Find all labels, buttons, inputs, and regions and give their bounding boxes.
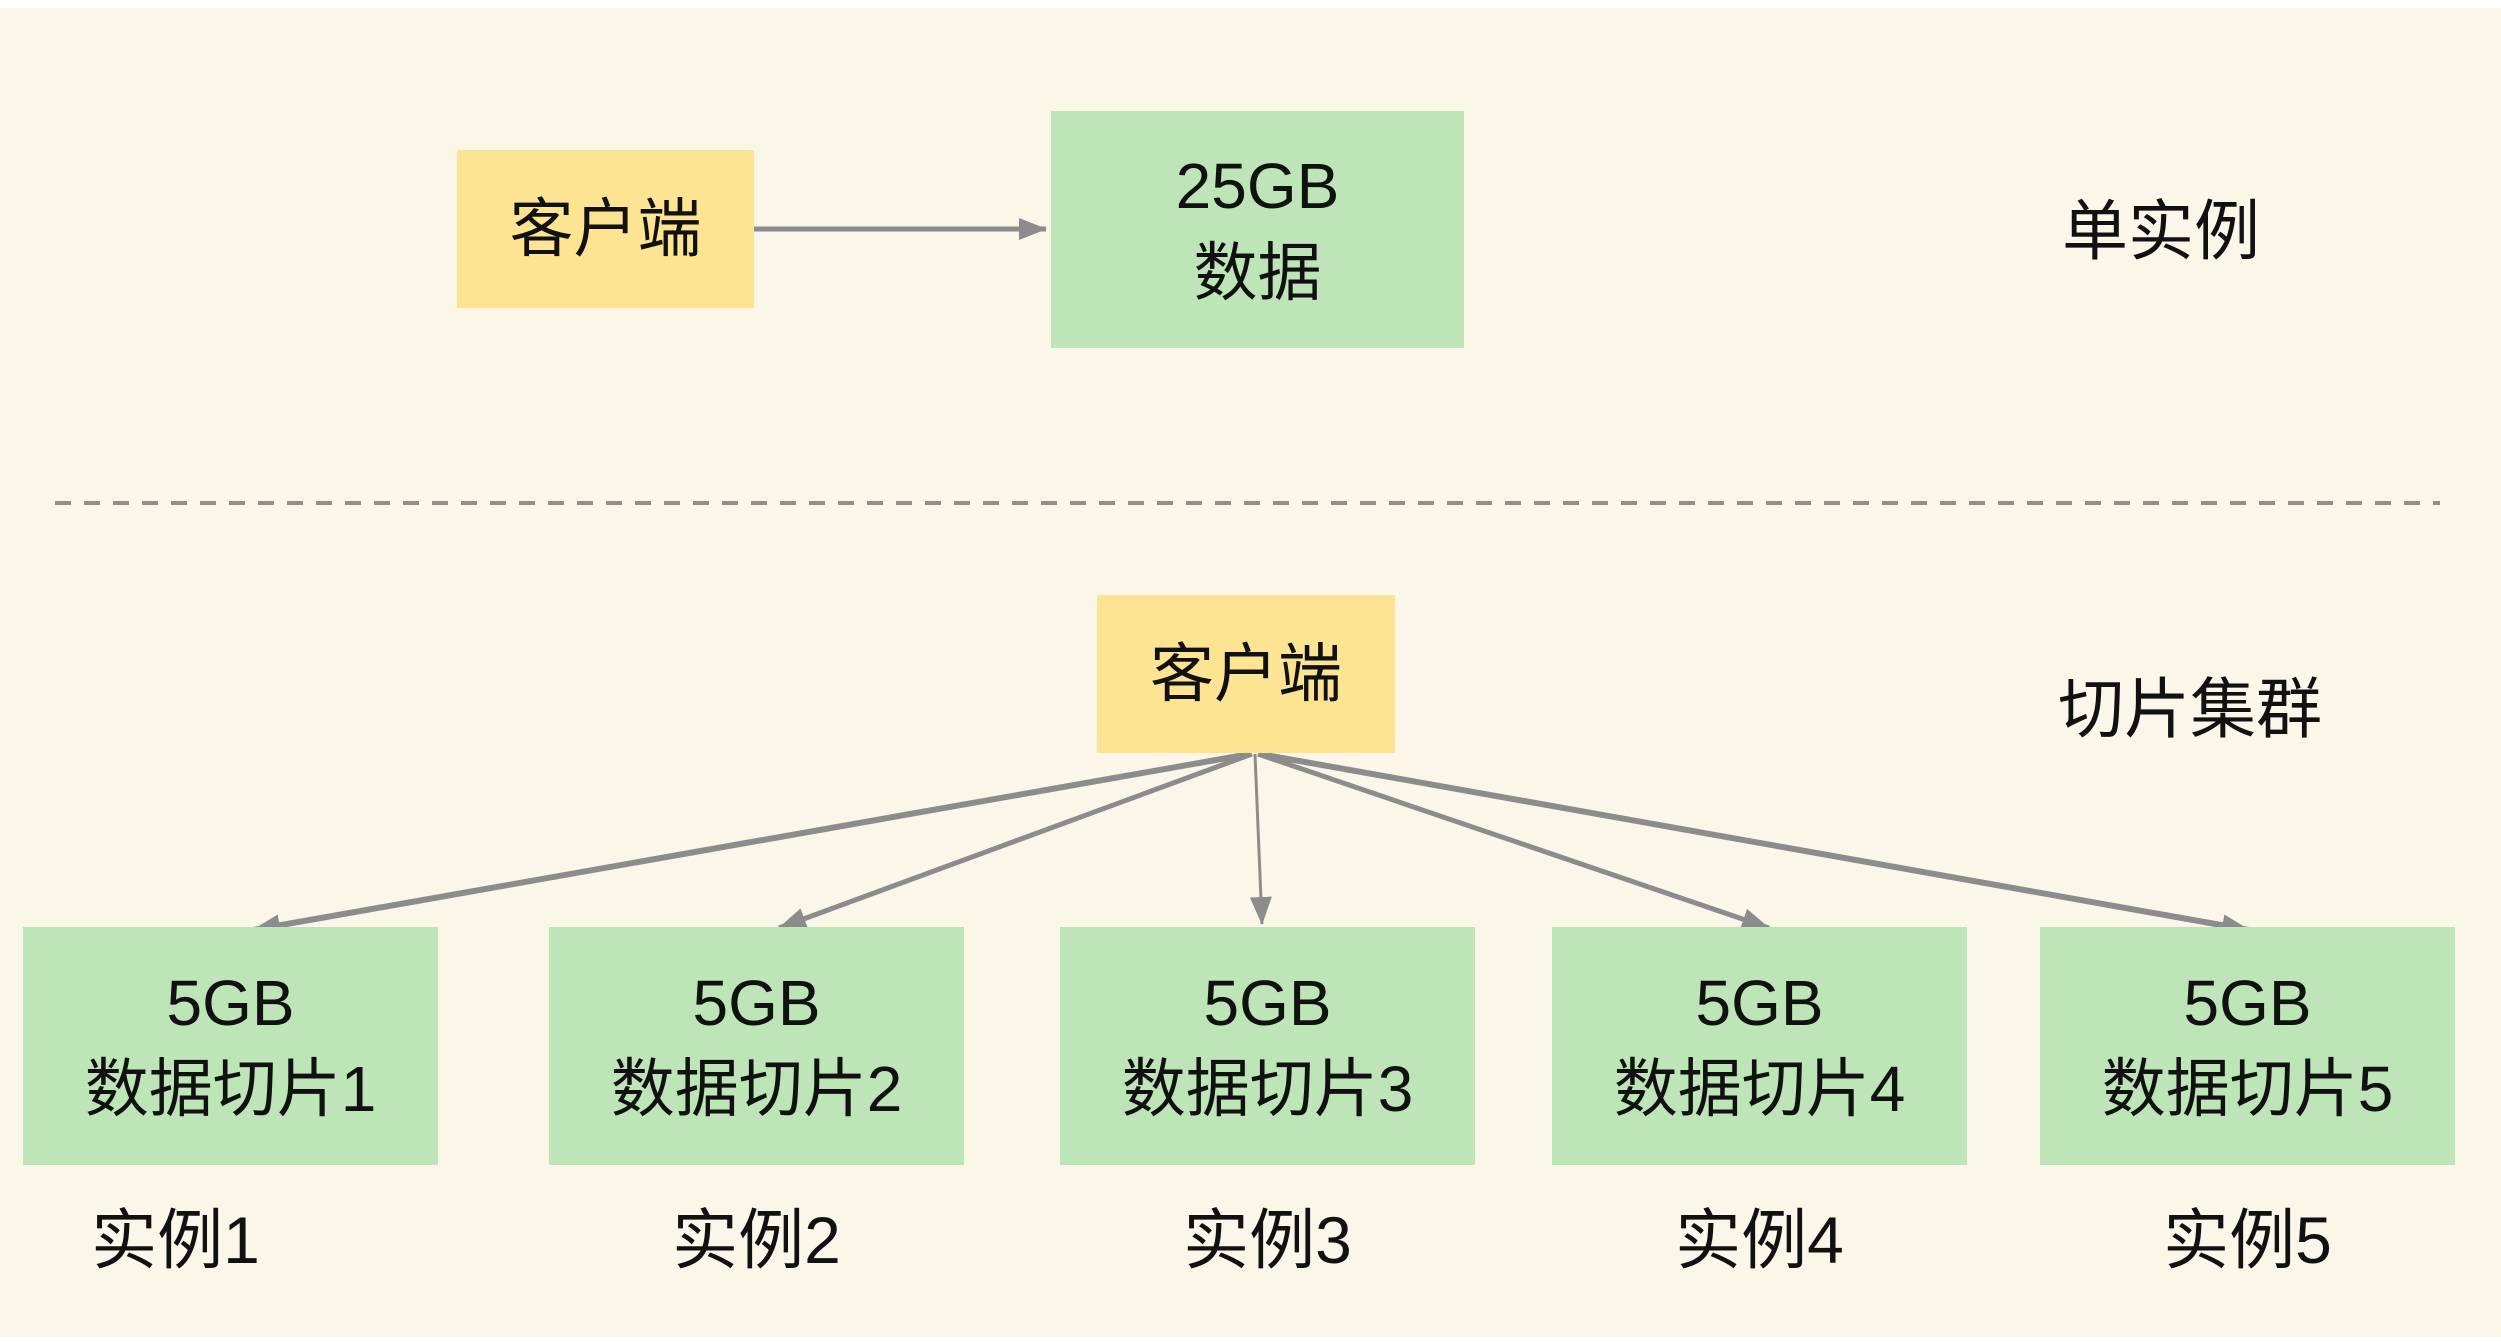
- arrow-client-to-shard-4: [1257, 751, 1770, 931]
- single-instance-client-label: 客户端: [509, 192, 702, 265]
- shard-size-label: 5GB: [166, 966, 295, 1039]
- shard-name-label: 数据切片3: [1121, 1053, 1414, 1125]
- shard-size-label: 5GB: [1203, 966, 1332, 1039]
- arrow-client-to-shard-2: [778, 751, 1253, 931]
- shard-name-label: 数据切片1: [84, 1053, 377, 1125]
- shard-name-label: 数据切片2: [610, 1053, 903, 1125]
- shard-name-label: 数据切片4: [1613, 1053, 1906, 1125]
- page-edge-top: [0, 0, 2501, 8]
- arrow-client-to-shard-1: [252, 751, 1251, 937]
- instance-label-4: 实例4: [1675, 1203, 1844, 1277]
- page-edge-bottom: [0, 1337, 2501, 1342]
- single-instance-client-box: 客户端: [457, 150, 754, 308]
- instance-label-5: 实例5: [2163, 1203, 2332, 1277]
- arrow-client-to-shard-3: [1249, 753, 1272, 925]
- shard-box-1: 5GB 数据切片1: [23, 927, 438, 1165]
- data-box-name-label: 数据: [1193, 236, 1322, 309]
- instance-label-1: 实例1: [91, 1203, 260, 1277]
- shard-size-label: 5GB: [692, 966, 821, 1039]
- shard-box-5: 5GB 数据切片5: [2040, 927, 2455, 1165]
- instance-label-2: 实例2: [672, 1203, 841, 1277]
- cluster-client-label: 客户端: [1150, 637, 1342, 710]
- shard-box-4: 5GB 数据切片4: [1552, 927, 1967, 1165]
- data-box-size-label: 25GB: [1175, 150, 1340, 223]
- instance-label-3: 实例3: [1183, 1203, 1352, 1277]
- shard-name-label: 数据切片5: [2101, 1053, 2394, 1125]
- single-instance-section-label: 单实例: [2062, 194, 2260, 268]
- shard-size-label: 5GB: [2183, 966, 2312, 1039]
- shard-size-label: 5GB: [1695, 966, 1824, 1039]
- cluster-client-box: 客户端: [1097, 595, 1395, 753]
- cluster-section-label: 切片集群: [2058, 672, 2322, 746]
- single-instance-data-box: 25GB 数据: [1051, 111, 1464, 348]
- shard-box-3: 5GB 数据切片3: [1060, 927, 1475, 1165]
- arrow-client-to-shard-5: [1259, 751, 2250, 937]
- shard-box-2: 5GB 数据切片2: [549, 927, 964, 1165]
